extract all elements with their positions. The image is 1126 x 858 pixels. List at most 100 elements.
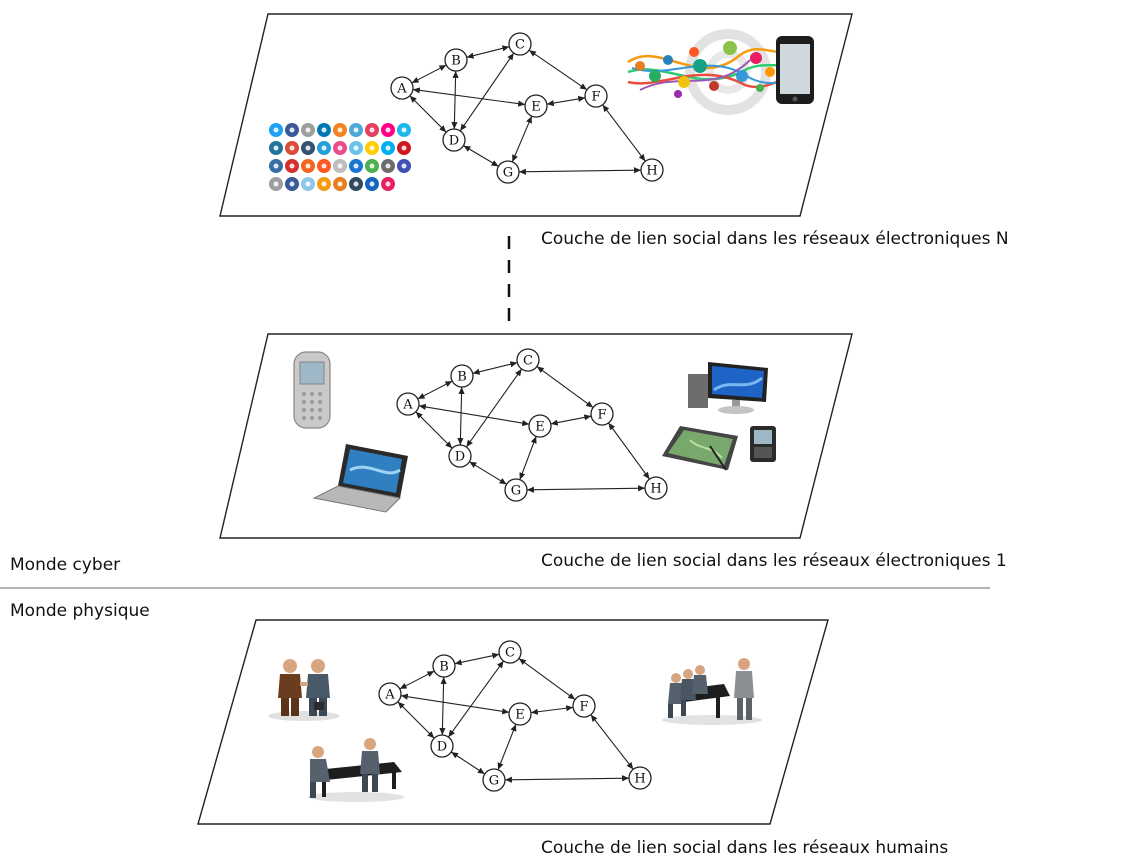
node-G — [482, 768, 506, 792]
node-label-E: E — [535, 420, 545, 435]
mobile-phone-icon — [293, 351, 331, 429]
social-icon-glyph — [385, 181, 391, 187]
edge-E-F — [546, 95, 586, 107]
node-C — [498, 640, 522, 664]
node-E — [528, 414, 552, 438]
social-icon-glyph — [273, 145, 279, 151]
node-E — [508, 702, 532, 726]
edge-G-E — [497, 724, 517, 770]
group-meeting-icon — [662, 658, 762, 725]
node-H — [644, 476, 668, 500]
node-B — [432, 654, 456, 678]
social-icon-glyph — [289, 163, 295, 169]
social-icon-glyph — [305, 181, 311, 187]
node-label-E: E — [531, 100, 541, 115]
node-label-G: G — [489, 774, 499, 789]
social-icon-glyph — [369, 163, 375, 169]
node-label-C: C — [515, 38, 525, 53]
node-label-F: F — [579, 700, 588, 715]
node-label-D: D — [449, 134, 459, 149]
world-label-physical: Monde physique — [10, 601, 150, 621]
social-icon-glyph — [353, 127, 359, 133]
node-label-G: G — [511, 484, 521, 499]
social-icon-glyph — [401, 127, 407, 133]
social-icon-glyph — [401, 163, 407, 169]
node-label-C: C — [505, 646, 515, 661]
data-stream-icon — [627, 29, 801, 115]
node-C — [508, 32, 532, 56]
laptop-icon — [312, 444, 408, 513]
edge-C-F — [528, 49, 588, 91]
node-label-H: H — [650, 482, 661, 497]
node-F — [590, 402, 614, 426]
social-icon-glyph — [321, 181, 327, 187]
node-D — [448, 444, 472, 468]
edge-A-B — [399, 670, 435, 690]
edge-G-H — [504, 775, 630, 783]
social-icon-glyph — [385, 127, 391, 133]
node-label-A: A — [384, 688, 395, 703]
node-F — [584, 84, 608, 108]
node-H — [628, 766, 652, 790]
social-icon-glyph — [289, 181, 295, 187]
edge-G-E — [519, 436, 537, 480]
social-icon-glyph — [337, 163, 343, 169]
social-icon-glyph — [369, 181, 375, 187]
node-D — [430, 734, 454, 758]
social-icon-glyph — [353, 181, 359, 187]
node-E — [524, 94, 548, 118]
edge-G-E — [511, 115, 533, 163]
edge-C-F — [536, 366, 594, 408]
social-icon-glyph — [289, 127, 295, 133]
node-A — [396, 392, 420, 416]
social-icon-glyph — [321, 127, 327, 133]
social-icon-glyph — [289, 145, 295, 151]
node-label-B: B — [451, 54, 461, 69]
edge-A-B — [417, 380, 453, 400]
social-icon-glyph — [337, 145, 343, 151]
node-label-B: B — [457, 370, 467, 385]
node-F — [572, 694, 596, 718]
edge-D-G — [463, 145, 499, 167]
meeting-people-icon — [308, 738, 404, 802]
node-label-A: A — [402, 398, 413, 413]
node-G — [504, 478, 528, 502]
edge-F-H — [608, 422, 650, 480]
social-icon-glyph — [369, 127, 375, 133]
node-label-C: C — [523, 354, 533, 369]
node-label-G: G — [503, 166, 513, 181]
edge-D-G — [450, 751, 486, 775]
edge-D-C — [448, 660, 504, 738]
social-icon-glyph — [353, 145, 359, 151]
social-icon-glyph — [385, 163, 391, 169]
edge-G-H — [526, 485, 646, 493]
edge-E-F — [530, 705, 574, 715]
handshake-people-icon — [268, 659, 340, 721]
social-icon-glyph — [321, 145, 327, 151]
layer-caption-bottom: Couche de lien social dans les réseaux h… — [541, 838, 948, 858]
social-icon-glyph — [305, 145, 311, 151]
node-C — [516, 348, 540, 372]
node-label-E: E — [515, 708, 525, 723]
social-icon-glyph — [321, 163, 327, 169]
node-B — [444, 48, 468, 72]
social-icon-glyph — [385, 145, 391, 151]
desktop-computer-icon — [688, 362, 768, 414]
edge-A-B — [411, 64, 447, 84]
node-label-B: B — [439, 660, 449, 675]
social-media-icons — [269, 123, 411, 191]
node-label-D: D — [455, 450, 465, 465]
social-icon-glyph — [337, 181, 343, 187]
edge-D-C — [459, 52, 515, 132]
edge-G-H — [518, 167, 642, 175]
network-graph-middle: A B C D E F G H — [396, 348, 668, 502]
tablet-icon — [662, 426, 738, 471]
node-A — [378, 682, 402, 706]
layer-caption-middle: Couche de lien social dans les réseaux é… — [541, 551, 1007, 571]
social-icon-glyph — [305, 127, 311, 133]
node-label-F: F — [597, 408, 606, 423]
edge-D-G — [469, 461, 507, 485]
node-B — [450, 364, 474, 388]
edge-E-F — [550, 414, 592, 426]
